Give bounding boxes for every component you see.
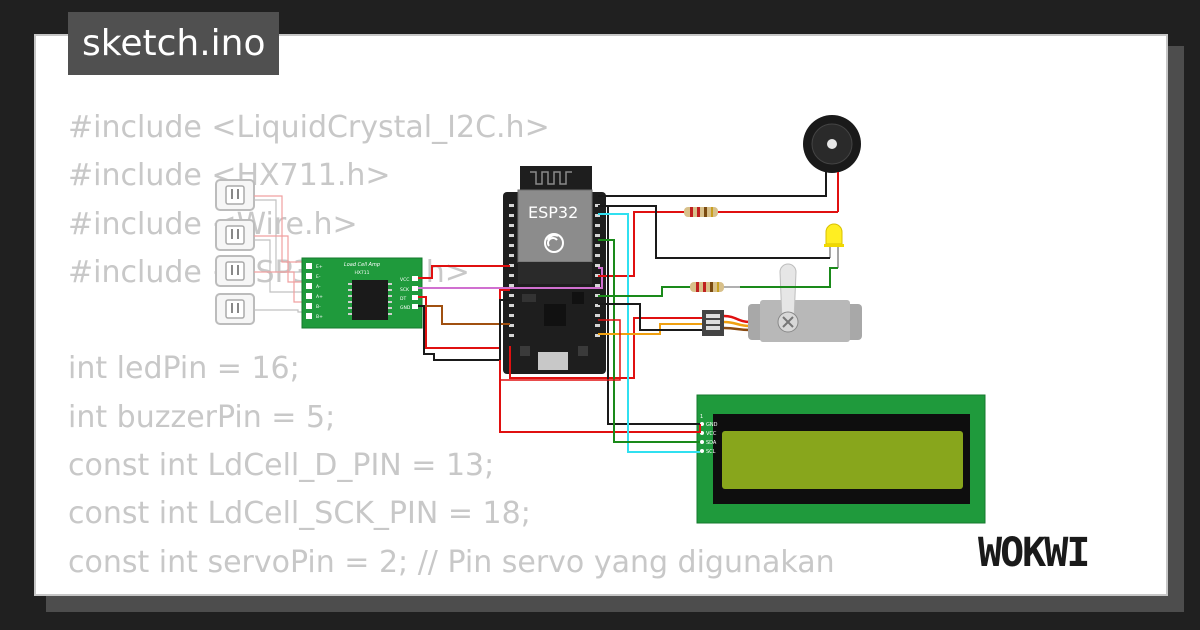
hx711-pin-label: B- <box>316 304 321 310</box>
code-line: int buzzerPin = 5; <box>68 399 336 435</box>
code-line: #include <LiquidCrystal_I2C.h> <box>68 110 550 145</box>
espressif-logo-icon <box>544 233 564 253</box>
boot-button[interactable] <box>520 346 530 356</box>
wokwi-logo-text: WOKWI <box>978 530 1088 576</box>
resistor-led[interactable] <box>676 282 740 292</box>
hx711-title: Load Cell Amp <box>344 262 380 268</box>
buzzer[interactable] <box>803 115 861 212</box>
en-button[interactable] <box>578 346 588 356</box>
esp32-label: ESP32 <box>528 203 578 222</box>
servo-motor[interactable] <box>702 263 862 342</box>
lcd-pin-label: SDA <box>706 440 717 446</box>
load-cell-2[interactable] <box>215 219 255 251</box>
wires <box>418 192 838 453</box>
hx711-pin-label: E- <box>316 274 321 280</box>
load-cell-4[interactable] <box>215 293 255 325</box>
hx711-pin-label: DT <box>400 296 406 302</box>
wokwi-logo: WOKWI <box>976 530 1152 580</box>
load-cells <box>215 179 304 325</box>
hx711-pin-label: VCC <box>400 277 409 283</box>
load-cell-1[interactable] <box>215 179 255 211</box>
hx711-pin-label: A- <box>316 284 321 290</box>
hx711-pin-label: A+ <box>316 294 323 300</box>
hx711-subtitle: HX711 <box>354 270 369 276</box>
yellow-led[interactable] <box>824 223 844 268</box>
code-line: const int LdCell_SCK_PIN = 18; <box>68 496 531 532</box>
hx711-pin-label: E+ <box>316 264 323 270</box>
load-cell-3[interactable] <box>215 255 255 287</box>
esp32-board[interactable]: ESP32 <box>503 166 606 374</box>
hx711-pin-label: SCK <box>400 287 410 293</box>
filename-tag: sketch.ino <box>68 12 280 75</box>
lcd-pin-label: SCL <box>706 449 716 455</box>
lcd-pin-label: VCC <box>706 431 717 437</box>
lcd-pin-one-marker: 1 <box>700 414 703 420</box>
code-line: #include <HX711.h> <box>68 158 391 194</box>
hx711-pin-label: B+ <box>316 314 323 320</box>
hx711-module[interactable]: Load Cell Amp HX711 E+ E- A- A+ B- B+ VC… <box>301 257 423 329</box>
hx711-pin-label: GND <box>400 305 411 311</box>
code-line: const int LdCell_D_PIN = 13; <box>68 448 495 484</box>
lcd-pin-label: GND <box>706 422 718 428</box>
code-line: int ledPin = 16; <box>68 351 300 387</box>
code-line: HX711 scale; <box>68 587 835 594</box>
lcd-1602[interactable]: 1 GND VCC SDA SCL <box>696 394 986 524</box>
code-line: const int servoPin = 2; // Pin servo yan… <box>68 544 835 580</box>
usb-port-icon <box>538 352 568 370</box>
